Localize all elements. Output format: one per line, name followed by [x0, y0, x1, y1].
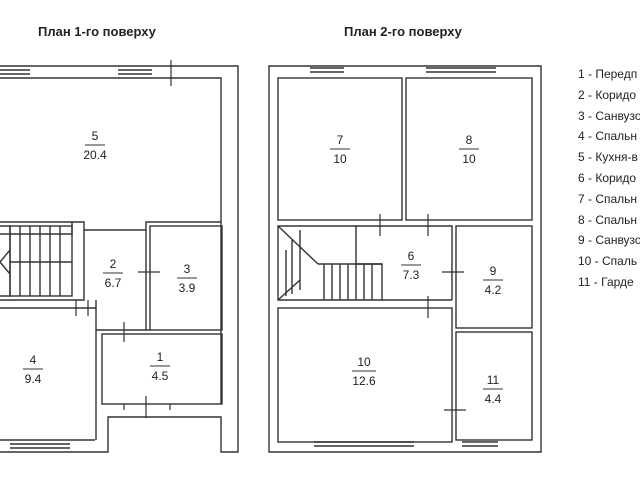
legend-item: 3 - Санвузо — [578, 108, 640, 123]
room-label-9: 9 4.2 — [483, 264, 503, 297]
room-area: 10 — [462, 152, 476, 166]
room-area: 3.9 — [179, 281, 196, 295]
legend-item: 1 - Передп — [578, 67, 638, 81]
legend-item: 6 - Коридо — [578, 170, 637, 185]
floor2-doors — [379, 214, 466, 411]
room-area: 4.4 — [485, 392, 502, 406]
room-label-5: 5 20.4 — [83, 129, 107, 162]
room-label-8: 8 10 — [459, 133, 479, 166]
room-number: 5 — [92, 129, 99, 143]
room-legend: 1 - Передп 2 - Коридо 3 - Санвузо 4 - Сп… — [578, 64, 640, 293]
room-number: 10 — [357, 355, 371, 369]
room-label-4: 4 9.4 — [23, 353, 43, 386]
room-area: 4.2 — [485, 283, 502, 297]
floor1-title: План 1-го поверху — [38, 24, 156, 39]
room-number: 6 — [408, 249, 415, 263]
legend-item: 10 - Спаль — [578, 254, 638, 269]
room-area: 7.3 — [403, 268, 420, 282]
legend-item: 5 - Кухня-в — [578, 150, 638, 165]
room-area: 6.7 — [105, 276, 122, 290]
legend-item: 4 - Спальн — [578, 129, 638, 144]
legend-item: 2 - Коридо — [578, 87, 637, 102]
room-label-1: 1 4.5 — [150, 350, 170, 383]
room-number: 1 — [157, 350, 164, 364]
room-number: 8 — [466, 133, 473, 147]
floor1-outer-walls — [0, 65, 239, 453]
legend-item: 9 - Санвузо — [578, 233, 640, 248]
room-number: 7 — [337, 133, 344, 147]
floor2-title: План 2-го поверху — [344, 24, 462, 39]
legend-item: 11 - Гарде — [578, 274, 634, 289]
floor1-interior-walls — [0, 221, 223, 440]
room-area: 20.4 — [83, 148, 107, 162]
room-label-2: 2 6.7 — [103, 257, 123, 290]
room-area: 9.4 — [25, 372, 42, 386]
legend-item: 8 - Спальн — [578, 212, 638, 227]
floor2-windows — [310, 67, 498, 447]
room-label-3: 3 3.9 — [177, 262, 197, 295]
floor2-outer-walls — [268, 65, 542, 453]
room-label-10: 10 12.6 — [352, 355, 376, 388]
floor2-interior-walls — [277, 77, 533, 443]
room-number: 3 — [184, 262, 191, 276]
floor1-doors — [75, 60, 172, 418]
room-number: 4 — [30, 353, 37, 367]
room-area: 12.6 — [352, 374, 376, 388]
room-label-11: 11 4.4 — [483, 373, 503, 406]
room-area: 10 — [333, 152, 347, 166]
floor1-windows — [0, 69, 152, 449]
room-number: 2 — [110, 257, 117, 271]
room-labels: 5 20.4 2 6.7 3 3.9 4 9.4 1 4.5 7 10 — [23, 129, 503, 406]
room-number: 11 — [487, 373, 500, 387]
room-number: 9 — [490, 264, 497, 278]
room-label-6: 6 7.3 — [401, 249, 421, 282]
room-area: 4.5 — [152, 369, 169, 383]
legend-item: 7 - Спальн — [578, 191, 638, 206]
room-label-7: 7 10 — [330, 133, 350, 166]
